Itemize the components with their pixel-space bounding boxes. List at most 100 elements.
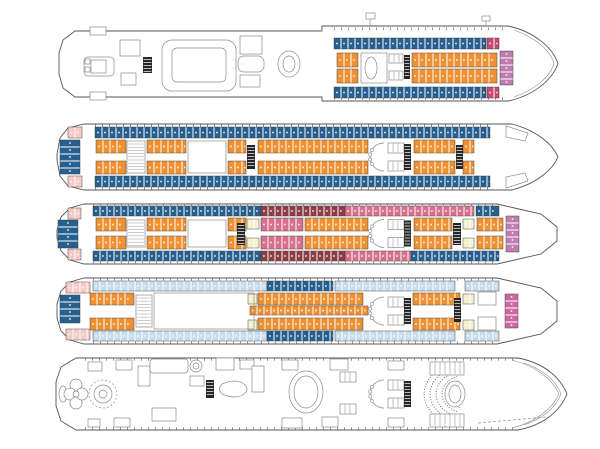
deck-structure [251, 365, 265, 393]
elevator-block [206, 380, 214, 398]
cabin-block [89, 292, 135, 306]
deck-structure [282, 55, 296, 73]
deck-structure [171, 47, 227, 83]
seat-rows [387, 296, 405, 308]
seat-rows [429, 413, 465, 428]
deck-structure [113, 417, 131, 428]
deck-structure [448, 384, 462, 404]
deck-structure [192, 362, 200, 370]
cabin-block [476, 217, 504, 232]
deck-structure [187, 140, 227, 174]
deck-structure [189, 375, 205, 387]
cabin-block [95, 235, 127, 250]
deck-structure [365, 12, 376, 20]
stair-block [126, 219, 146, 248]
elevator-block [143, 57, 152, 73]
deck-structure [477, 316, 497, 331]
cabin-block [334, 280, 456, 292]
cabin-block [333, 86, 487, 99]
cabin-block [95, 217, 127, 232]
deck-structure [149, 358, 189, 374]
deck-structure [137, 365, 151, 387]
deck-structure [239, 35, 263, 55]
cabin-block [246, 218, 260, 230]
cabin-block [266, 330, 334, 342]
deck-structure [481, 15, 491, 22]
cabin-block [89, 317, 135, 331]
seat-rows [387, 314, 405, 326]
cabin-block [413, 217, 453, 232]
deck-structure [505, 172, 529, 189]
cabin-block [95, 139, 127, 154]
cabin-block [95, 160, 127, 175]
atrium-lobby [368, 219, 411, 248]
deck-5-public [55, 357, 568, 431]
cabin-block [247, 293, 258, 305]
seat-rows [429, 361, 465, 376]
elevator-block [404, 381, 411, 407]
deck-structure [151, 407, 177, 422]
cabin-block [462, 319, 475, 331]
atrium-lobby [368, 296, 411, 326]
deck-structure [87, 361, 103, 372]
seat-rows [387, 397, 405, 409]
cabin-block [333, 37, 487, 50]
hull-inner-line [513, 29, 555, 98]
cabin-block [334, 330, 456, 342]
hull-inner-line [511, 359, 560, 429]
deck-structure [90, 59, 107, 74]
deck-structure [364, 56, 378, 80]
seat-rows [387, 379, 405, 391]
deck-structure [239, 74, 261, 88]
seat-rows [388, 70, 404, 81]
cabin-block [94, 175, 491, 188]
cabin-block [475, 205, 500, 217]
deck-structure [89, 26, 107, 36]
seat-rows [387, 237, 405, 248]
elevator-block [404, 144, 411, 170]
deck-3-cabins [56, 203, 558, 265]
deck-2-cabins [56, 123, 559, 191]
elevator-block [247, 145, 255, 169]
deck-structure [219, 380, 248, 398]
deck-structure [505, 125, 529, 142]
deck-structure [187, 219, 227, 248]
deck-structure [98, 389, 108, 399]
deck-structure [329, 358, 349, 371]
deck-structure [87, 418, 101, 428]
deck-4-cabins [56, 277, 558, 345]
cabin-block [344, 205, 475, 217]
seat-rows [339, 371, 357, 383]
deck-structure [89, 91, 107, 101]
cabin-block [146, 217, 187, 232]
elevator-block [456, 145, 463, 169]
seat-rows [387, 219, 405, 230]
deck-structure [477, 291, 497, 306]
cabin-block [410, 250, 500, 262]
seat-rows [387, 142, 405, 154]
cabin-block [146, 160, 187, 175]
deck-structure [281, 359, 299, 371]
cabin-block [486, 37, 500, 50]
deck-structure [237, 55, 265, 73]
cabin-block [476, 235, 504, 250]
cabin-block [266, 280, 334, 292]
deck-structure [153, 292, 255, 330]
deck-structure [321, 416, 339, 428]
deck-structure [115, 359, 133, 371]
atrium-lobby [368, 142, 411, 172]
deck-structure [84, 66, 91, 73]
cabin-block [146, 235, 187, 250]
elevator-block [404, 220, 411, 247]
deck-structure [281, 417, 303, 429]
deck-structure [84, 58, 91, 65]
elevator-block [454, 298, 461, 322]
cabin-block [65, 281, 91, 294]
seat-rows [387, 160, 405, 172]
deck-structure [387, 417, 405, 428]
deck-structure [387, 360, 405, 371]
deck-structure [72, 390, 80, 398]
cabin-block [462, 218, 475, 230]
